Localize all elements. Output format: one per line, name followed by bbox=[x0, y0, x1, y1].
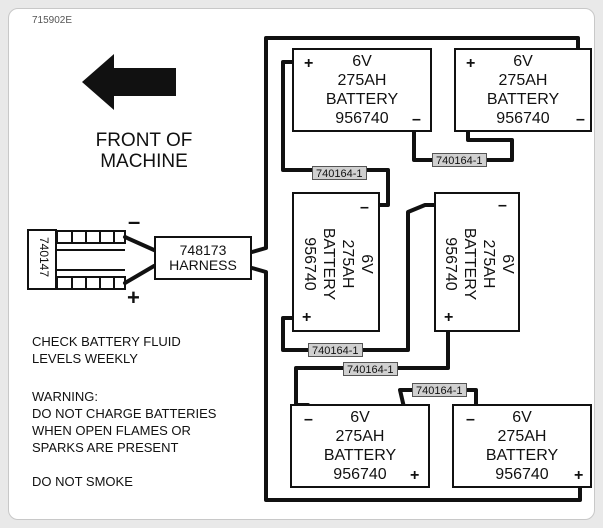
battery-capacity: 275AH bbox=[339, 239, 356, 289]
battery-top-right: 6V 275AH BATTERY 956740 + – bbox=[454, 48, 592, 132]
battery-capacity: 275AH bbox=[498, 72, 548, 89]
harness-name: HARNESS bbox=[169, 257, 237, 273]
battery-name: BATTERY bbox=[485, 447, 559, 464]
negative-terminal: – bbox=[360, 199, 369, 216]
battery-voltage: 6V bbox=[358, 254, 375, 274]
battery-part: 956740 bbox=[496, 110, 550, 127]
battery-part: 956740 bbox=[301, 237, 318, 291]
no-smoking-note: DO NOT SMOKE bbox=[32, 474, 133, 489]
negative-terminal: – bbox=[498, 197, 507, 214]
positive-terminal: + bbox=[444, 309, 454, 326]
front-label-line2: MACHINE bbox=[100, 151, 188, 172]
battery-voltage: 6V bbox=[350, 409, 370, 426]
front-label-line1: FRONT OF bbox=[95, 130, 193, 151]
battery-name: BATTERY bbox=[323, 447, 397, 464]
battery-voltage: 6V bbox=[499, 254, 516, 274]
connector-pins-icon bbox=[56, 230, 126, 290]
negative-terminal: – bbox=[466, 411, 475, 428]
front-arrow-icon bbox=[82, 54, 176, 110]
cable-tag: 740164-1 bbox=[432, 153, 487, 167]
battery-part: 956740 bbox=[495, 466, 549, 483]
battery-voltage: 6V bbox=[352, 53, 372, 70]
battery-part: 956740 bbox=[442, 237, 459, 291]
negative-terminal: – bbox=[304, 411, 313, 428]
connector-negative-sign: – bbox=[128, 209, 141, 234]
connector-740147: 740147 bbox=[27, 229, 57, 290]
battery-part: 956740 bbox=[333, 466, 387, 483]
battery-part: 956740 bbox=[335, 110, 389, 127]
battery-name: BATTERY bbox=[461, 227, 478, 301]
battery-bottom-left: 6V 275AH BATTERY 956740 – + bbox=[290, 404, 430, 488]
doc-number: 715902E bbox=[32, 15, 73, 26]
fluid-note-line1: CHECK BATTERY FLUID bbox=[32, 334, 181, 349]
connector-part-number: 740147 bbox=[37, 236, 51, 278]
positive-terminal: + bbox=[302, 309, 312, 326]
battery-top-left: 6V 275AH BATTERY 956740 + – bbox=[292, 48, 432, 132]
battery-bottom-right: 6V 275AH BATTERY 956740 – + bbox=[452, 404, 592, 488]
battery-name: BATTERY bbox=[486, 91, 560, 108]
negative-terminal: – bbox=[576, 111, 585, 128]
positive-terminal: + bbox=[466, 55, 476, 72]
battery-middle-right: 6V 275AH BATTERY 956740 – + bbox=[434, 192, 520, 332]
front-of-machine-label: FRONT OF MACHINE bbox=[66, 130, 222, 172]
harness-part-number: 748173 bbox=[179, 242, 227, 258]
cable-tag: 740164-1 bbox=[308, 343, 363, 357]
battery-capacity: 275AH bbox=[480, 239, 497, 289]
positive-terminal: + bbox=[410, 467, 420, 484]
battery-name: BATTERY bbox=[325, 91, 399, 108]
negative-terminal: – bbox=[412, 111, 421, 128]
warning-line3: SPARKS ARE PRESENT bbox=[32, 440, 179, 455]
battery-voltage: 6V bbox=[513, 53, 533, 70]
cable-tag: 740164-1 bbox=[412, 383, 467, 397]
cable-tag: 740164-1 bbox=[312, 166, 367, 180]
warning-title: WARNING: bbox=[32, 389, 98, 404]
battery-middle-left: 6V 275AH BATTERY 956740 – + bbox=[292, 192, 380, 332]
harness-748173: 748173 HARNESS bbox=[154, 236, 252, 280]
battery-name: BATTERY bbox=[320, 227, 337, 301]
battery-capacity: 275AH bbox=[497, 428, 547, 445]
warning-line1: DO NOT CHARGE BATTERIES bbox=[32, 406, 217, 421]
cable-tag: 740164-1 bbox=[343, 362, 398, 376]
positive-terminal: + bbox=[304, 55, 314, 72]
battery-capacity: 275AH bbox=[337, 72, 387, 89]
battery-capacity: 275AH bbox=[335, 428, 385, 445]
connector-positive-sign: + bbox=[127, 285, 140, 310]
battery-voltage: 6V bbox=[512, 409, 532, 426]
positive-terminal: + bbox=[574, 467, 584, 484]
fluid-note-line2: LEVELS WEEKLY bbox=[32, 351, 138, 366]
warning-line2: WHEN OPEN FLAMES OR bbox=[32, 423, 191, 438]
